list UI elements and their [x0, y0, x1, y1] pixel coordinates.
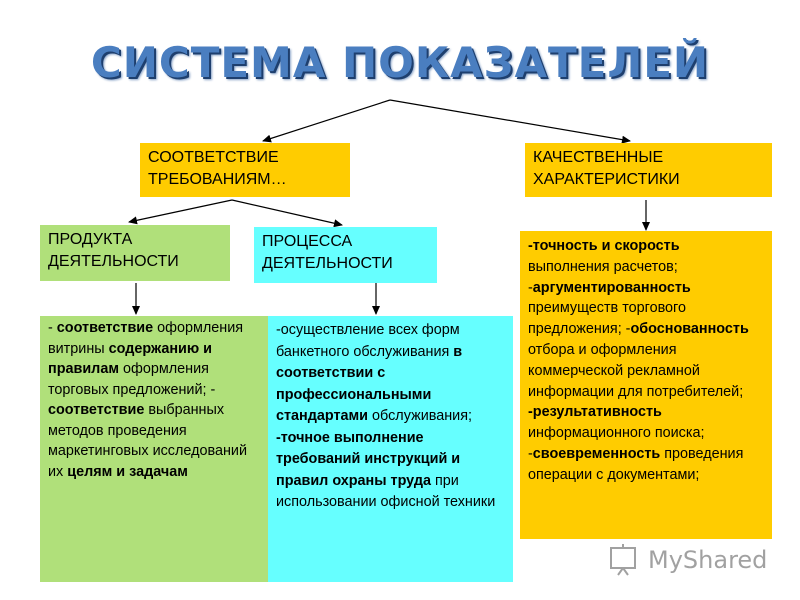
quality-details-segment: обоснованность [630, 321, 749, 338]
quality-details-segment: преимуществ торгового предложения; [528, 300, 686, 338]
process-box: ПРОЦЕССА ДЕЯТЕЛЬНОСТИ [254, 227, 437, 283]
compliance-box: СООТВЕТСТВИЕ ТРЕБОВАНИЯМ… [140, 143, 350, 197]
quality-details-segment: - [528, 445, 533, 462]
quality-details-segment: - [528, 279, 533, 296]
arrow-title-to-quality [389, 99, 631, 144]
product-details-segment: - [210, 381, 216, 398]
quality-details-box: -точность и скорость выполнения расчетов… [520, 231, 772, 539]
product-details-segment: оформления витрины [48, 320, 244, 357]
quality-details-segment: -результативность [528, 404, 662, 421]
product-box: ПРОДУКТА ДЕЯТЕЛЬНОСТИ [40, 225, 230, 281]
page-title: СИСТЕМА ПОКАЗАТЕЛЕЙ [90, 38, 710, 87]
process-details-segment: -точное выполнение требований инструкций… [276, 429, 461, 489]
quality-box: КАЧЕСТВЕННЫЕ ХАРАКТЕРИСТИКИ [525, 143, 772, 197]
presentation-icon [610, 544, 636, 576]
quality-details-segment: выполнения расчетов; [528, 258, 678, 275]
quality-details-segment: информационного поиска; [528, 425, 705, 442]
product-details-segment: целям и задачам [67, 463, 188, 480]
quality-details-segment: отбора и оформления коммерческой рекламн… [528, 341, 744, 400]
quality-details-segment: -точность и скорость [528, 238, 680, 254]
watermark-text: MyShared [648, 546, 768, 574]
process-details-segment: -осуществление всех форм банкетного обсл… [276, 322, 460, 360]
arrow-compliance-to-process [231, 199, 343, 228]
quality-details-segment: - [621, 321, 631, 338]
product-details-segment: оформления торговых предложений; [48, 361, 211, 398]
process-details-segment: в соответствии с профессиональными станд… [276, 343, 463, 425]
watermark: MyShared [608, 542, 768, 578]
product-details-box: - соответствие оформления витрины содерж… [40, 316, 270, 582]
arrow-compliance-to-product [128, 199, 233, 225]
process-details-segment: обслуживания; [368, 408, 472, 424]
quality-details-segment: проведения операции с документами; [528, 445, 744, 483]
quality-details-segment: своевременность [532, 445, 661, 462]
quality-details-segment: аргументированность [532, 279, 691, 296]
process-details-box: -осуществление всех форм банкетного обсл… [268, 316, 513, 582]
product-details-segment: выбранных методов проведения маркетингов… [48, 402, 248, 480]
process-details-segment: при использовании офисной техники [276, 472, 496, 511]
product-details-segment: соответствие [56, 320, 154, 336]
product-details-segment: - [48, 320, 57, 336]
arrow-title-to-compliance [262, 99, 391, 143]
product-details-segment: содержанию и правилам [48, 340, 213, 378]
product-details-segment: соответствие [48, 402, 145, 418]
